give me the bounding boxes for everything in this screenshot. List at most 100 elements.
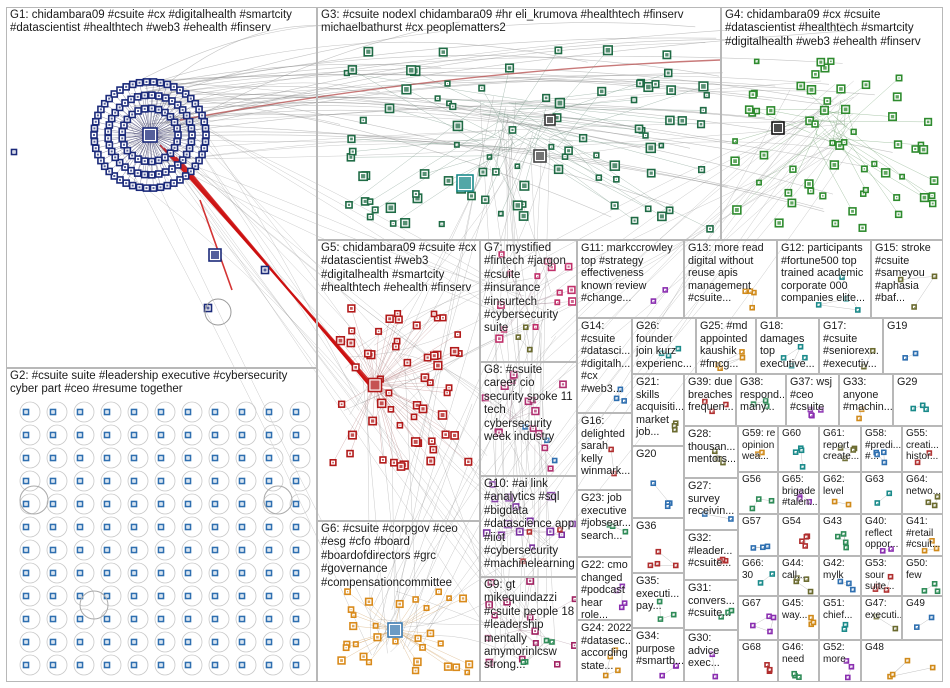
group-panel-g45: G45: way...	[778, 596, 819, 640]
group-panel-g35: G35: executi... pay...	[632, 573, 684, 628]
group-panel-g3: G3: #csuite nodexl chidambara09 #hr eli_…	[317, 7, 721, 240]
group-label-g62: G62: level	[823, 474, 845, 497]
group-label-g24: G24: 2022 #datasec... according state...	[581, 622, 632, 672]
group-panel-g39: G39: due breaches frequen...	[684, 374, 736, 426]
group-panel-g50: G50: few	[902, 556, 943, 596]
group-panel-g11: G11: markccrowley top #strategy effectiv…	[577, 240, 684, 318]
group-panel-g1: G1: chidambara09 #csuite #cx #digitalhea…	[6, 7, 317, 368]
group-label-g17: G17: #csuite #seniorex... #executiv...	[823, 320, 879, 370]
group-label-g49: G49	[906, 598, 925, 610]
group-label-g11: G11: markccrowley top #strategy effectiv…	[581, 242, 673, 305]
group-panel-g5: G5: chidambara09 #csuite #cx #datascient…	[317, 240, 480, 521]
group-label-g64: G64: netwo...	[906, 474, 941, 497]
group-label-g28: G28: thousan... mentors...	[688, 428, 736, 466]
group-label-g25: G25: #md appointed kaushik #fmcg...	[700, 320, 747, 370]
group-panel-g51: G51: chief...	[819, 596, 861, 640]
group-label-g20: G20	[636, 448, 656, 461]
group-label-g19: G19	[887, 320, 907, 333]
group-panel-g13: G13: more read digital without reuse api…	[684, 240, 777, 318]
group-label-g42: G42: mylk	[823, 558, 845, 581]
group-label-g4: G4: chidambara09 #cx #csuite #datascient…	[725, 9, 921, 49]
group-panel-g27: G27: survey receivin...	[684, 478, 738, 530]
group-panel-g31: G31: convers... #csuite...	[684, 580, 738, 630]
group-label-g66: G66: 30	[742, 558, 764, 581]
group-panel-g4: G4: chidambara09 #cx #csuite #datascient…	[721, 7, 943, 240]
group-panel-g16: G16: delighted sarah kelly winmark...	[577, 413, 632, 490]
group-label-g40: G40: reflect oppor...	[865, 516, 898, 551]
group-panel-g28: G28: thousan... mentors...	[684, 426, 738, 478]
group-panel-g68: G68	[738, 640, 778, 682]
group-label-g61: G61: report create...	[823, 428, 859, 463]
group-label-g65: G65: brigade #talen...	[782, 474, 818, 509]
group-label-g21: G21: skills acquisiti... market job...	[636, 376, 684, 439]
group-label-g9: G9: gt mikequindazzi #csuite people 18 #…	[484, 579, 574, 673]
group-label-g5: G5: chidambara09 #csuite #cx #datascient…	[321, 242, 476, 296]
group-label-g13: G13: more read digital without reuse api…	[688, 242, 764, 305]
group-label-g58: G58: #predi... #...	[865, 428, 901, 463]
group-label-g56: G56	[742, 474, 761, 486]
group-label-g46: G46: need	[782, 642, 804, 665]
group-panel-g42: G42: mylk	[819, 556, 861, 596]
group-panel-g59: G59: re opinion wea...	[738, 426, 778, 472]
group-label-g8: G8: #csuite career cio security spoke 11…	[484, 364, 573, 444]
group-label-g44: G44: call...	[782, 558, 805, 581]
group-label-g37: G37: wsj #ceo #csuite	[790, 376, 832, 414]
group-panel-g58: G58: #predi... #...	[861, 426, 902, 472]
group-panel-g62: G62: level	[819, 472, 861, 514]
group-label-g2: G2: #csuite suite #leadership executive …	[10, 370, 287, 397]
group-panel-g33: G33: anyone #machin...	[839, 374, 893, 426]
group-panel-g19: G19	[883, 318, 943, 374]
group-panel-g34: G34: purpose #smartb...	[632, 628, 684, 682]
group-label-g18: G18: damages top executive...	[760, 320, 815, 370]
group-panel-g37: G37: wsj #ceo #csuite	[786, 374, 839, 426]
group-panel-g21: G21: skills acquisiti... market job...	[632, 374, 684, 446]
group-label-g57: G57	[742, 516, 761, 528]
group-panel-g54: G54	[778, 514, 819, 556]
group-label-g43: G43	[823, 516, 842, 528]
group-label-g23: G23: job executive #jobsear... search...	[581, 492, 631, 542]
group-label-g7: G7: mystified #fintech #jargon #csuite #…	[484, 242, 566, 336]
group-label-g52: G52: more	[823, 642, 846, 665]
group-panel-g57: G57	[738, 514, 778, 556]
group-panel-g29: G29	[893, 374, 943, 426]
group-label-g14: G14: #csuite #datasci... #digitalh... #c…	[581, 320, 630, 396]
group-panel-g14: G14: #csuite #datasci... #digitalh... #c…	[577, 318, 632, 413]
group-panel-g24: G24: 2022 #datasec... according state...	[577, 620, 632, 682]
group-panel-g7: G7: mystified #fintech #jargon #csuite #…	[480, 240, 577, 362]
group-label-g33: G33: anyone #machin...	[843, 376, 893, 414]
group-panel-g17: G17: #csuite #seniorex... #executiv...	[819, 318, 883, 374]
group-panel-g36: G36	[632, 518, 684, 573]
group-label-g67: G67	[742, 598, 761, 610]
group-label-g15: G15: stroke #csuite #sameyou #aphasia #b…	[875, 242, 931, 305]
group-label-g68: G68	[742, 642, 761, 654]
group-label-g41: G41: #retail #csuit...	[906, 516, 940, 551]
group-panel-g12: G12: participants #fortune500 top traine…	[777, 240, 871, 318]
group-panel-g56: G56	[738, 472, 778, 514]
group-label-g27: G27: survey receivin...	[688, 480, 734, 518]
group-panel-g61: G61: report create...	[819, 426, 861, 472]
group-panel-g9: G9: gt mikequindazzi #csuite people 18 #…	[480, 577, 577, 682]
group-label-g16: G16: delighted sarah kelly winmark...	[581, 415, 630, 478]
group-panel-g8: G8: #csuite career cio security spoke 11…	[480, 362, 577, 476]
group-label-g39: G39: due breaches frequen...	[688, 376, 734, 414]
group-label-g60: G60	[782, 428, 801, 440]
group-label-g30: G30: advice exec...	[688, 632, 720, 670]
group-panel-g10: G10: #ai link #analytics #sql #bigdata #…	[480, 476, 577, 577]
group-label-g10: G10: #ai link #analytics #sql #bigdata #…	[484, 478, 575, 572]
group-panel-g67: G67	[738, 596, 778, 640]
group-label-g26: G26: founder join kurz experienc...	[636, 320, 692, 370]
group-panel-g38: G38: respond... many...	[736, 374, 786, 426]
group-panel-g53: G53: sour suite...	[861, 556, 902, 596]
group-panel-g46: G46: need	[778, 640, 819, 682]
group-panel-g55: G55: creati... histor...	[902, 426, 943, 472]
group-label-g48: G48	[865, 642, 884, 654]
group-panel-g23: G23: job executive #jobsear... search...	[577, 490, 632, 557]
group-panel-g15: G15: stroke #csuite #sameyou #aphasia #b…	[871, 240, 943, 318]
group-label-g3: G3: #csuite nodexl chidambara09 #hr eli_…	[321, 9, 683, 36]
group-label-g32: G32: #leader... #csuite...	[688, 532, 732, 570]
group-label-g38: G38: respond... many...	[740, 376, 786, 414]
group-label-g31: G31: convers... #csuite...	[688, 582, 735, 620]
group-label-g6: G6: #csuite #corpgov #ceo #esg #cfo #boa…	[321, 523, 458, 590]
group-label-g29: G29	[897, 376, 917, 389]
group-label-g47: G47: executi...	[865, 598, 902, 621]
